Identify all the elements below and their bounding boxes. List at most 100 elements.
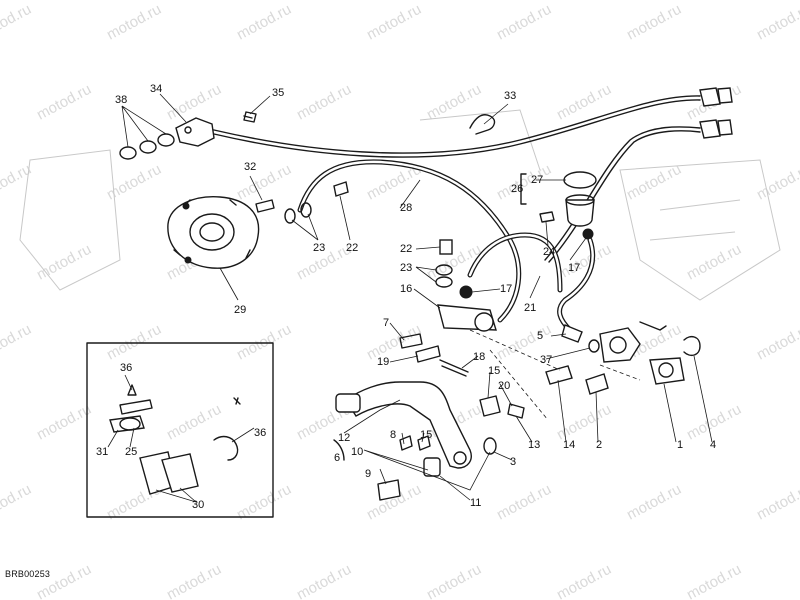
drawing-code: BRB00253 bbox=[5, 569, 51, 579]
watermark-text: motod.ru bbox=[164, 401, 224, 444]
watermark-text: motod.ru bbox=[364, 481, 424, 524]
watermark-text: motod.ru bbox=[684, 561, 744, 600]
watermark-text: motod.ru bbox=[554, 81, 614, 124]
watermark-text: motod.ru bbox=[34, 561, 94, 600]
spring-36 bbox=[213, 435, 239, 461]
watermark-text: motod.ru bbox=[234, 161, 294, 204]
pin-15 bbox=[417, 435, 431, 451]
bleeder-17 bbox=[459, 285, 473, 299]
callout-19: 19 bbox=[377, 356, 389, 368]
callout-14: 14 bbox=[563, 439, 575, 451]
screw-24 bbox=[539, 211, 555, 223]
watermark-text: motod.ru bbox=[104, 1, 164, 44]
screw-8 bbox=[399, 435, 413, 451]
callout-13: 13 bbox=[528, 439, 540, 451]
callout-31: 31 bbox=[96, 446, 108, 458]
connector-plug bbox=[699, 119, 721, 139]
watermark-text: motod.ru bbox=[0, 481, 34, 524]
brake-pedal-12 bbox=[333, 359, 525, 501]
pin-31 bbox=[119, 417, 141, 431]
watermark-text: motod.ru bbox=[754, 1, 800, 44]
watermark-text: motod.ru bbox=[34, 81, 94, 124]
hose-21 bbox=[557, 237, 596, 333]
callout-9: 9 bbox=[365, 468, 371, 480]
callout-2: 2 bbox=[596, 439, 602, 451]
callout-34: 34 bbox=[150, 83, 162, 95]
banjo-bolt-22 bbox=[439, 239, 453, 255]
watermark-text: motod.ru bbox=[754, 481, 800, 524]
callout-22: 22 bbox=[346, 242, 358, 254]
piston-cap bbox=[474, 312, 494, 332]
washer-23 bbox=[300, 202, 312, 218]
watermark-text: motod.ru bbox=[164, 561, 224, 600]
fluid-reservoir-26 bbox=[539, 171, 597, 240]
watermark-text: motod.ru bbox=[364, 1, 424, 44]
callout-15: 15 bbox=[420, 429, 432, 441]
callout-23: 23 bbox=[313, 242, 325, 254]
watermark-text: motod.ru bbox=[294, 81, 354, 124]
hose-clamp-17 bbox=[582, 228, 594, 240]
watermark-text: motod.ru bbox=[494, 481, 554, 524]
reservoir-cap-27 bbox=[563, 171, 597, 189]
connector-plug bbox=[699, 87, 721, 107]
watermark-text: motod.ru bbox=[234, 1, 294, 44]
rear-pivot-assembly-1 bbox=[545, 321, 701, 395]
callout-33: 33 bbox=[504, 90, 516, 102]
callout-6: 6 bbox=[334, 452, 340, 464]
spacer-ring bbox=[139, 140, 157, 154]
callout-8: 8 bbox=[390, 429, 396, 441]
pin-36 bbox=[127, 384, 137, 396]
watermark-text: motod.ru bbox=[684, 241, 744, 284]
callout-26: 26 bbox=[511, 183, 523, 195]
watermark-text: motod.ru bbox=[104, 321, 164, 364]
callout-18: 18 bbox=[473, 351, 485, 363]
bolt-2 bbox=[585, 373, 609, 395]
callout-37: 37 bbox=[540, 354, 552, 366]
callout-38: 38 bbox=[115, 94, 127, 106]
callout-17: 17 bbox=[500, 283, 512, 295]
clutch-hose-28 bbox=[297, 159, 522, 323]
washer-37 bbox=[588, 339, 600, 353]
sensor-bracket bbox=[175, 117, 215, 147]
connector-plug bbox=[717, 87, 733, 104]
inset-frame bbox=[86, 342, 274, 518]
watermark-text: motod.ru bbox=[554, 561, 614, 600]
spring-pin bbox=[639, 321, 667, 331]
watermark-text: motod.ru bbox=[494, 161, 554, 204]
watermark-text: motod.ru bbox=[754, 161, 800, 204]
screw-20 bbox=[507, 403, 525, 419]
callout-4: 4 bbox=[710, 439, 716, 451]
connector-plug bbox=[717, 119, 733, 136]
clutch-slave-caliper-29 bbox=[167, 196, 260, 269]
pin-36-body bbox=[119, 399, 153, 415]
sensor-cable bbox=[213, 87, 733, 158]
spacer-ring bbox=[157, 133, 175, 147]
bolt-14 bbox=[545, 365, 573, 385]
watermark-text: motod.ru bbox=[0, 321, 34, 364]
pushrod-18 bbox=[439, 359, 469, 377]
bolt-19 bbox=[415, 345, 441, 363]
callout-36: 36 bbox=[254, 427, 266, 439]
watermark-text: motod.ru bbox=[0, 1, 34, 44]
callout-17: 17 bbox=[568, 262, 580, 274]
callout-7: 7 bbox=[383, 317, 389, 329]
hose-fitting-5 bbox=[561, 324, 583, 343]
watermark-text: motod.ru bbox=[624, 1, 684, 44]
circlip-3 bbox=[483, 437, 497, 455]
watermark-text: motod.ru bbox=[424, 561, 484, 600]
callout-32: 32 bbox=[244, 161, 256, 173]
cable-clip-33 bbox=[469, 114, 496, 135]
callout-22: 22 bbox=[400, 243, 412, 255]
callout-27: 27 bbox=[531, 174, 543, 186]
banjo-bolt-22 bbox=[333, 181, 349, 197]
spring-6 bbox=[333, 439, 345, 461]
watermark-text: motod.ru bbox=[554, 401, 614, 444]
switch-cable bbox=[544, 119, 733, 263]
watermark-text: motod.ru bbox=[424, 81, 484, 124]
callout-21: 21 bbox=[524, 302, 536, 314]
pin-15 bbox=[479, 395, 501, 417]
callout-29: 29 bbox=[234, 304, 246, 316]
callout-3: 3 bbox=[510, 456, 516, 468]
